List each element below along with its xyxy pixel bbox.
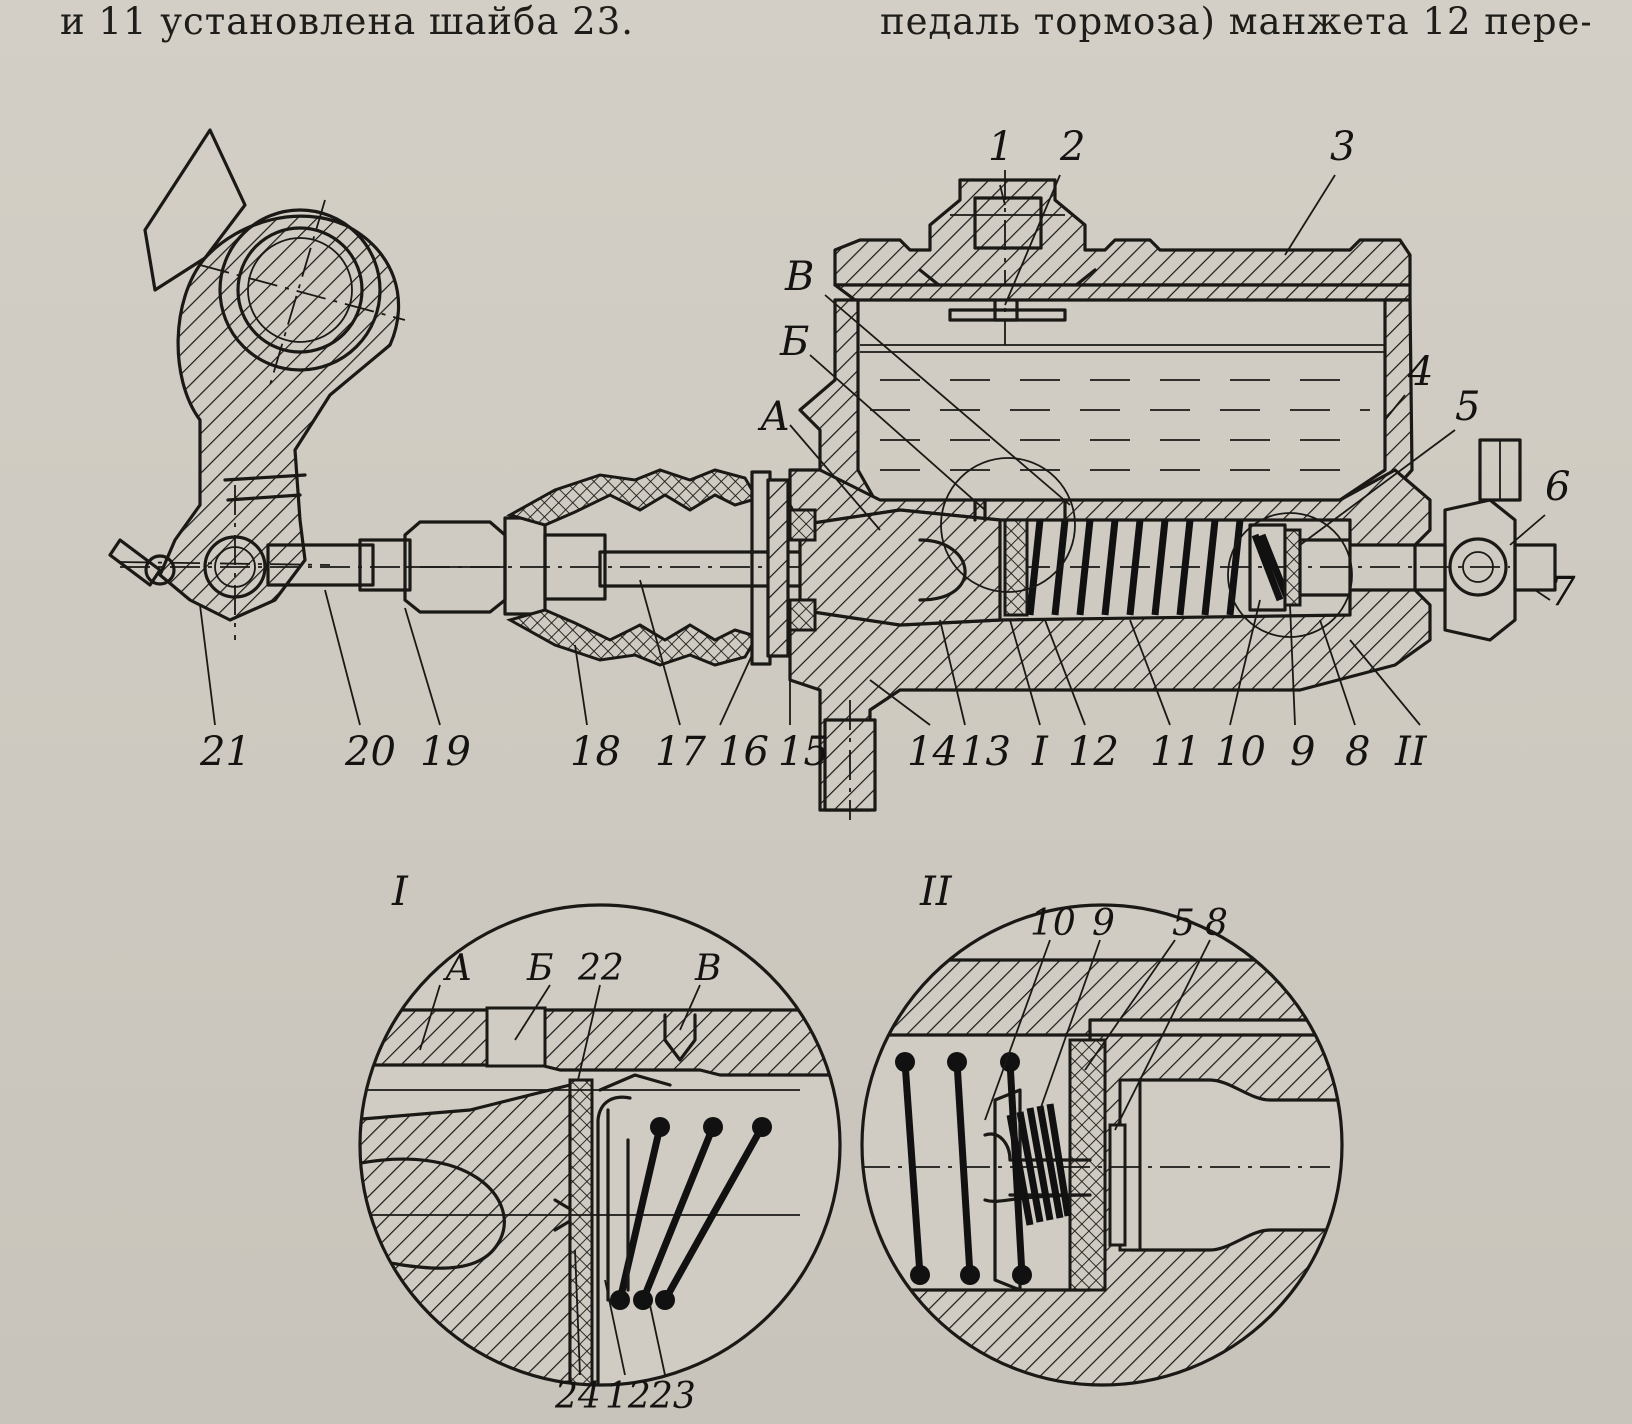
main-callouts: 1 2 3 4 5 6 7 В Б А bbox=[757, 124, 1576, 615]
top-left-text: и 11 установлена шайба 23. bbox=[60, 0, 634, 43]
callout-12: 12 bbox=[1068, 729, 1119, 775]
return-spring bbox=[1026, 519, 1244, 616]
callout-13: 13 bbox=[960, 729, 1011, 775]
fluid-level bbox=[860, 344, 1385, 471]
callout-B: Б bbox=[779, 319, 809, 365]
inset-II-callout-8: 8 bbox=[1205, 903, 1228, 944]
inset-I-title: I bbox=[391, 869, 409, 915]
callout-21: 21 bbox=[199, 729, 251, 775]
inset-I-spring bbox=[606, 1108, 772, 1310]
callout-1: 1 bbox=[988, 124, 1013, 170]
callout-20: 20 bbox=[344, 729, 396, 775]
callout-V: В bbox=[784, 254, 814, 300]
detail-inset-I: I bbox=[358, 869, 842, 1417]
top-right-text: педаль тормоза) манжета 12 пере- bbox=[880, 0, 1590, 43]
inset-II-title: II bbox=[919, 869, 953, 915]
callout-5: 5 bbox=[1455, 384, 1480, 430]
inset-I-callout-A: А bbox=[442, 948, 472, 989]
callout-16: 16 bbox=[718, 729, 769, 775]
callout-18: 18 bbox=[570, 729, 621, 775]
callout-II: II bbox=[1394, 729, 1428, 775]
callout-3: 3 bbox=[1330, 124, 1355, 170]
callout-4: 4 bbox=[1407, 349, 1433, 395]
pedal-lever bbox=[108, 128, 406, 640]
callout-6: 6 bbox=[1545, 464, 1570, 510]
bottom-callouts: 21 20 19 18 17 16 15 14 13 I 12 11 10 9 … bbox=[199, 729, 1428, 775]
callout-2: 2 bbox=[1059, 124, 1085, 170]
callout-15: 15 bbox=[778, 729, 829, 775]
inset-I-callout-B: Б bbox=[526, 948, 553, 989]
rubber-boot bbox=[506, 468, 790, 667]
callout-19: 19 bbox=[420, 729, 471, 775]
callout-10: 10 bbox=[1215, 729, 1266, 775]
callout-11: 11 bbox=[1150, 729, 1201, 775]
callout-A: А bbox=[757, 394, 790, 440]
inset-I-callout-V: В bbox=[694, 948, 721, 989]
callout-8: 8 bbox=[1345, 729, 1370, 775]
callout-7: 7 bbox=[1550, 569, 1576, 615]
inset-I-callout-12: 12 bbox=[605, 1376, 651, 1417]
leader-lines bbox=[199, 174, 1551, 726]
cylinder-body bbox=[788, 170, 1557, 820]
inset-I-callout-22: 22 bbox=[577, 948, 624, 989]
inset-II-callout-5: 5 bbox=[1172, 903, 1195, 944]
detail-inset-II: II bbox=[860, 869, 1344, 1387]
callout-14: 14 bbox=[907, 729, 958, 775]
callout-17: 17 bbox=[655, 729, 706, 775]
inset-II-spring bbox=[895, 1052, 1072, 1285]
inset-I-callout-24: 24 bbox=[554, 1376, 601, 1417]
callout-9: 9 bbox=[1290, 729, 1315, 775]
callout-I: I bbox=[1031, 729, 1049, 775]
inset-II-callout-9: 9 bbox=[1092, 903, 1115, 944]
inset-I-callout-23: 23 bbox=[649, 1376, 696, 1417]
inset-II-callout-10: 10 bbox=[1030, 903, 1076, 944]
